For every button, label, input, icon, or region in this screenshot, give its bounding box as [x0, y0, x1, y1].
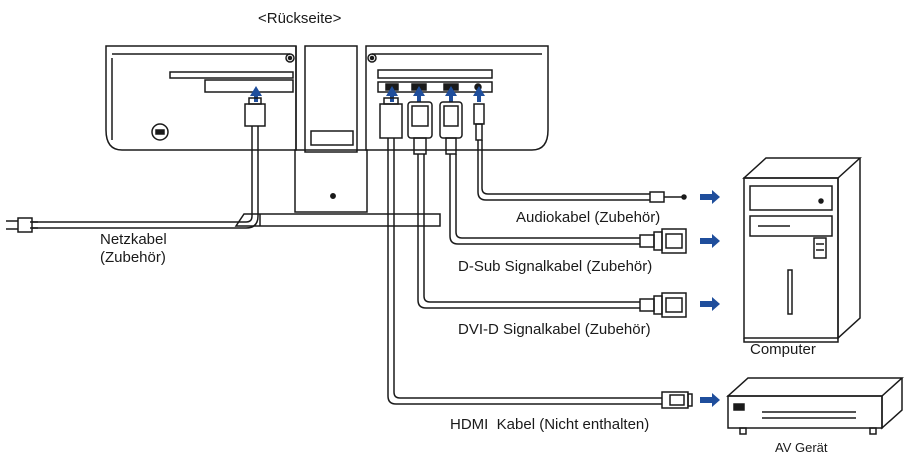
power-cable-label-line2: (Zubehör) [100, 249, 166, 266]
dsub-cable-label: D-Sub Signalkabel (Zubehör) [458, 258, 653, 275]
port-arrows [250, 86, 485, 102]
right-arrow-icon [700, 234, 720, 248]
audio-cable-label: Audiokabel (Zubehör) [516, 209, 661, 226]
computer-label: Computer [750, 341, 816, 358]
right-arrow-icon [700, 393, 720, 407]
cables [6, 97, 693, 409]
right-arrow-icon [700, 297, 720, 311]
rear-view-title: <Rückseite> [258, 10, 342, 27]
av-device-icon [726, 377, 904, 435]
av-device-label: AV Gerät [775, 440, 828, 455]
right-arrow-icons [700, 190, 720, 407]
dvid-cable-label: DVI-D Signalkabel (Zubehör) [458, 321, 651, 338]
power-cable-label: Netzkabel (Zubehör) [100, 231, 167, 267]
right-arrow-icon [700, 190, 720, 204]
computer-icon [742, 157, 862, 343]
power-cable-label-line1: Netzkabel [100, 231, 167, 248]
hdmi-cable-label: HDMI Kabel (Nicht enthalten) [450, 416, 650, 433]
